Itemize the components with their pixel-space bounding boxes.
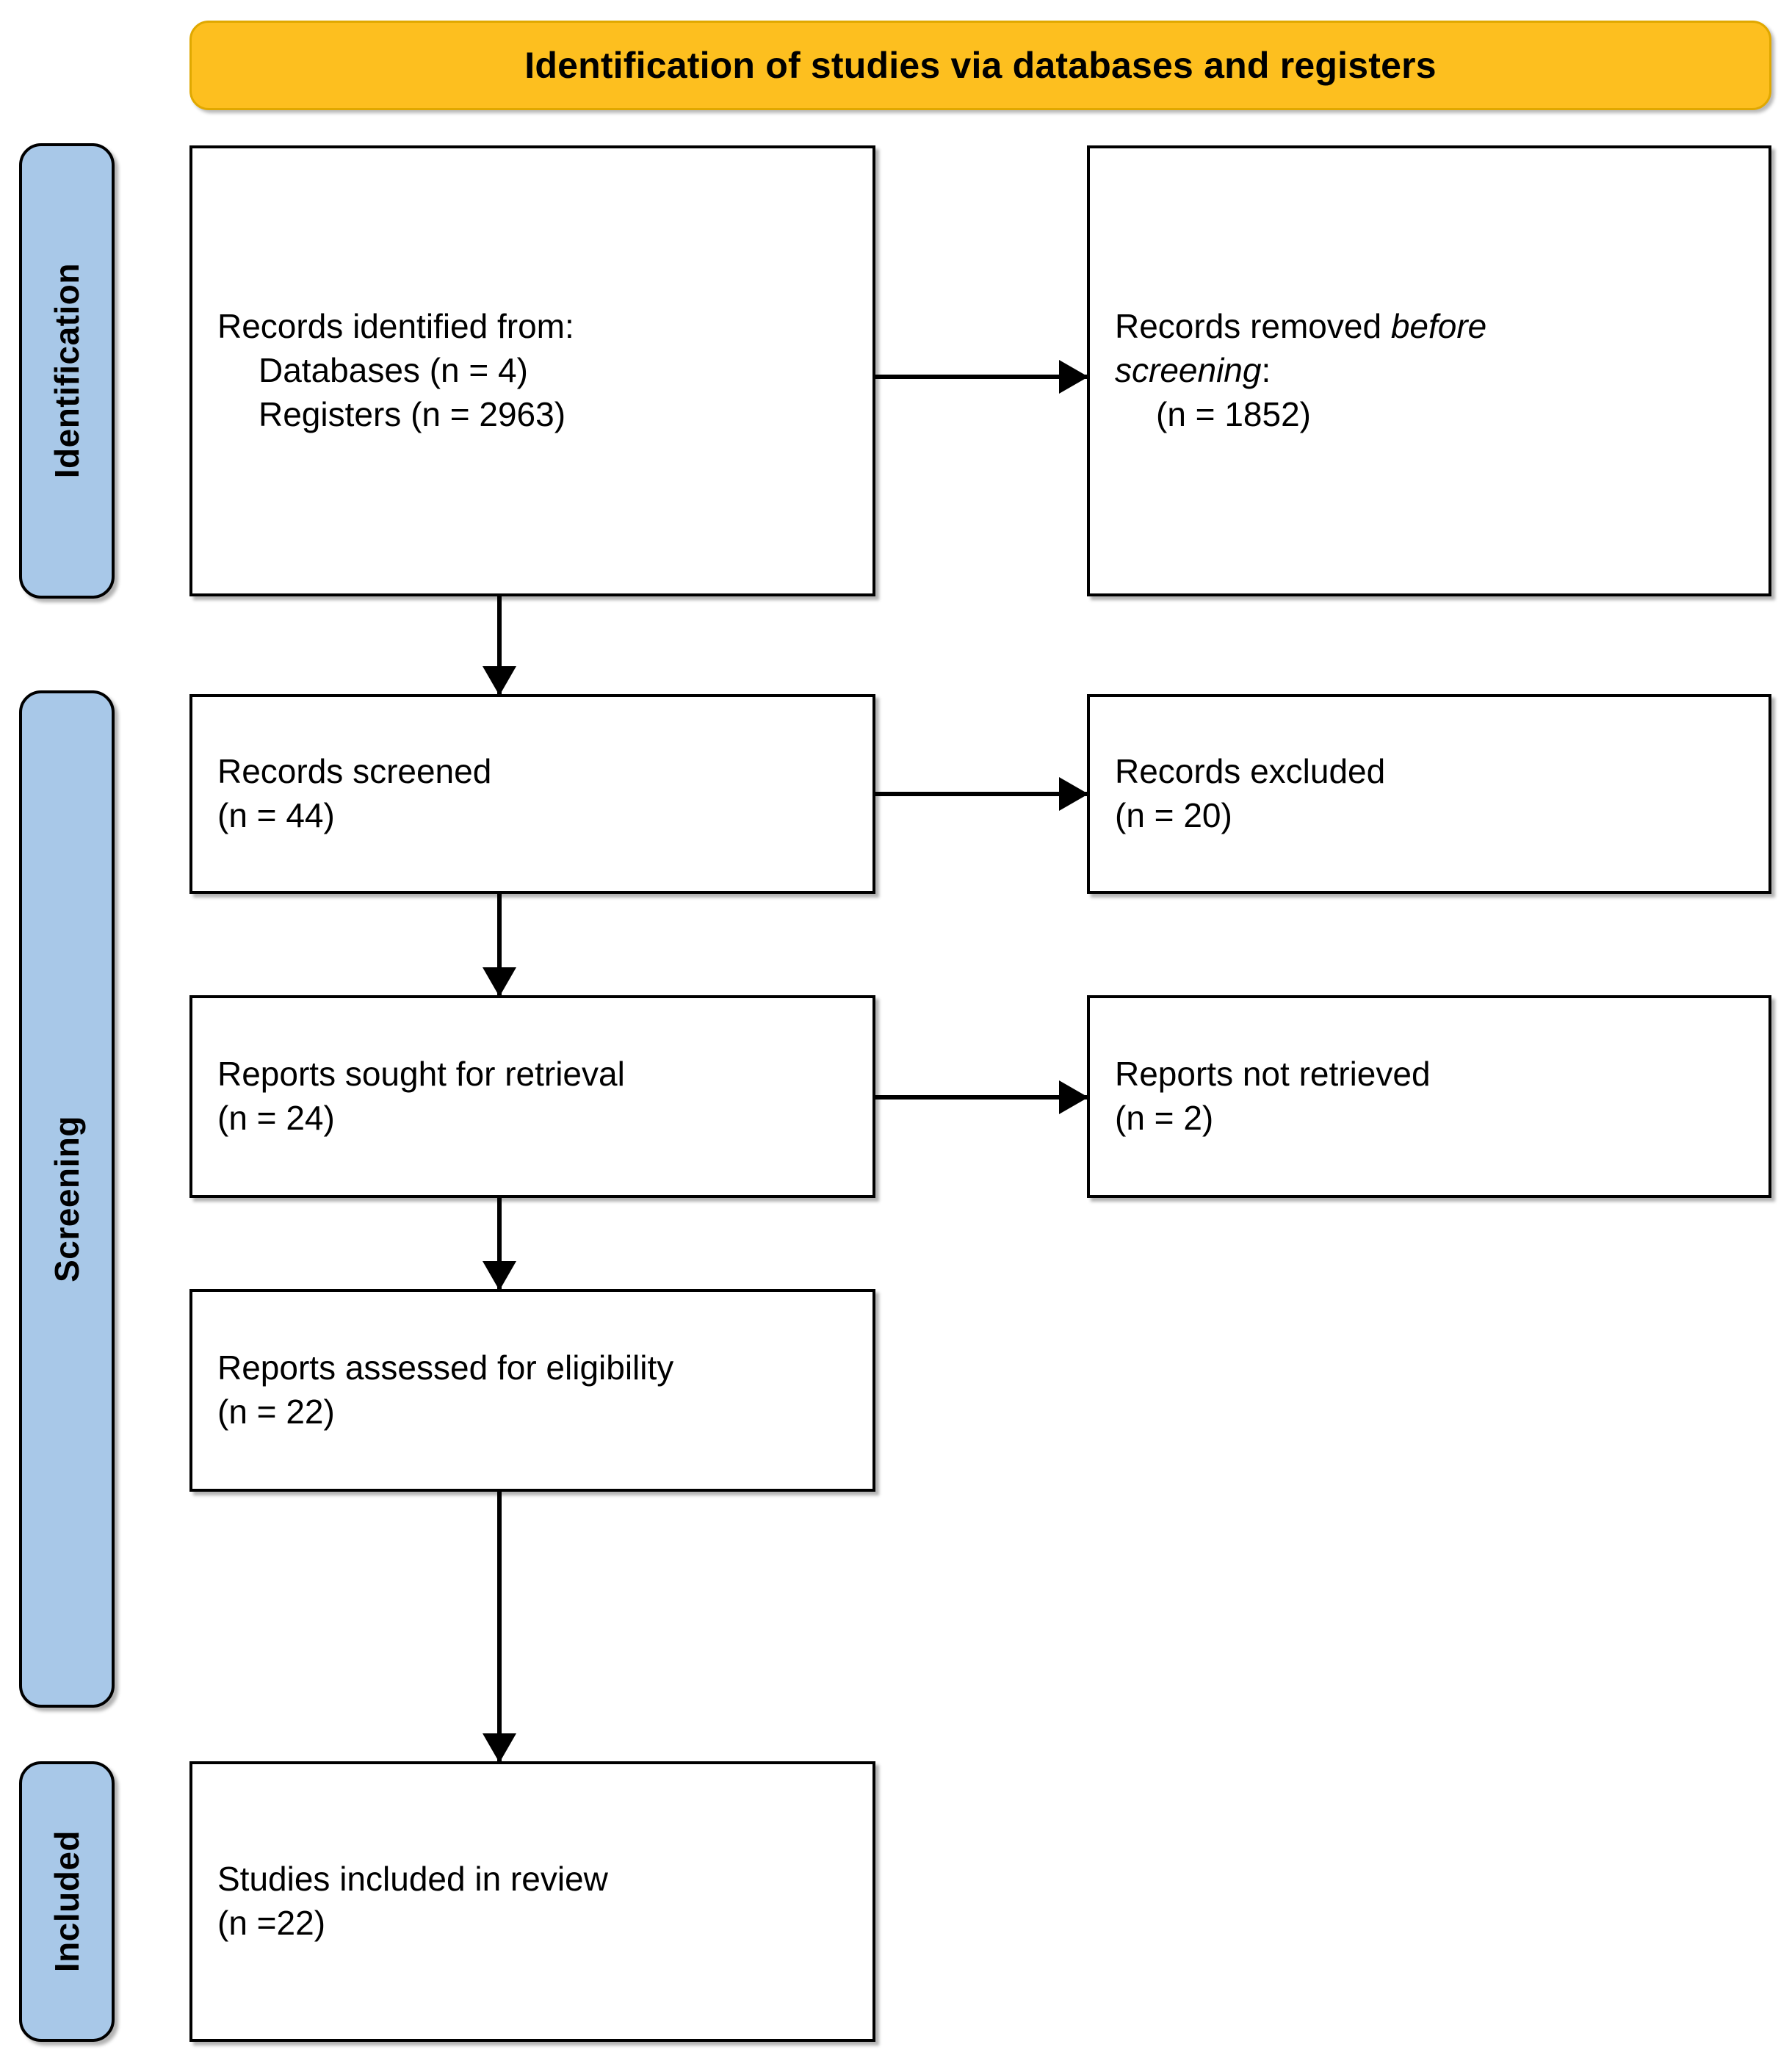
records-removed-text-before: before [1390, 307, 1487, 346]
arrow-screened-to-reports-sought [497, 894, 502, 995]
arrow-screened-to-excluded [875, 792, 1087, 796]
records-screened-line-1: Records screened [217, 752, 492, 791]
studies-included-line-2: (n =22) [217, 1904, 326, 1942]
box-records-screened: Records screened (n = 44) [189, 694, 875, 894]
stage-label-included: Included [19, 1761, 115, 2042]
records-removed-text-a: Records removed [1115, 307, 1391, 346]
records-identified-line-3: Registers (n = 2963) [259, 394, 566, 433]
stage-label-screening: Screening [19, 690, 115, 1708]
arrow-identified-to-removed [875, 375, 1087, 379]
records-excluded-line-2: (n = 20) [1115, 796, 1232, 834]
arrow-sought-to-not-retrieved [875, 1095, 1087, 1100]
stage-label-identification: Identification [19, 143, 115, 599]
diagram-header-banner: Identification of studies via databases … [189, 21, 1771, 110]
stage-label-included-text: Included [48, 1830, 86, 1973]
records-removed-line-2: screening: [1115, 349, 1744, 393]
box-reports-not-retrieved: Reports not retrieved (n = 2) [1087, 995, 1771, 1198]
stage-label-identification-text: Identification [48, 263, 86, 479]
box-studies-included: Studies included in review (n =22) [189, 1761, 875, 2042]
records-identified-line-2: Databases (n = 4) [259, 351, 528, 390]
box-records-removed: Records removed before screening: (n = 1… [1087, 145, 1771, 596]
records-removed-text-colon: : [1261, 351, 1271, 390]
reports-not-retrieved-line-2: (n = 2) [1115, 1099, 1214, 1137]
box-records-identified: Records identified from: Databases (n = … [189, 145, 875, 596]
box-reports-assessed: Reports assessed for eligibility (n = 22… [189, 1289, 875, 1492]
records-removed-line-1: Records removed before [1115, 305, 1744, 349]
arrow-identified-to-screened [497, 596, 502, 694]
reports-assessed-line-1: Reports assessed for eligibility [217, 1348, 674, 1387]
reports-sought-line-1: Reports sought for retrieval [217, 1055, 625, 1094]
reports-not-retrieved-line-1: Reports not retrieved [1115, 1055, 1431, 1094]
arrow-assessed-to-included [497, 1492, 502, 1761]
records-screened-line-2: (n = 44) [217, 796, 335, 834]
reports-sought-line-2: (n = 24) [217, 1099, 335, 1137]
records-identified-line-1: Records identified from: [217, 307, 574, 346]
arrow-sought-to-assessed [497, 1198, 502, 1289]
stage-label-screening-text: Screening [48, 1116, 86, 1282]
records-removed-text-screening: screening [1115, 351, 1262, 390]
records-removed-line-3: (n = 1852) [1156, 394, 1311, 433]
diagram-title: Identification of studies via databases … [524, 45, 1437, 86]
records-excluded-line-1: Records excluded [1115, 752, 1386, 791]
box-records-excluded: Records excluded (n = 20) [1087, 694, 1771, 894]
reports-assessed-line-2: (n = 22) [217, 1393, 335, 1431]
box-reports-sought: Reports sought for retrieval (n = 24) [189, 995, 875, 1198]
studies-included-line-1: Studies included in review [217, 1860, 608, 1899]
